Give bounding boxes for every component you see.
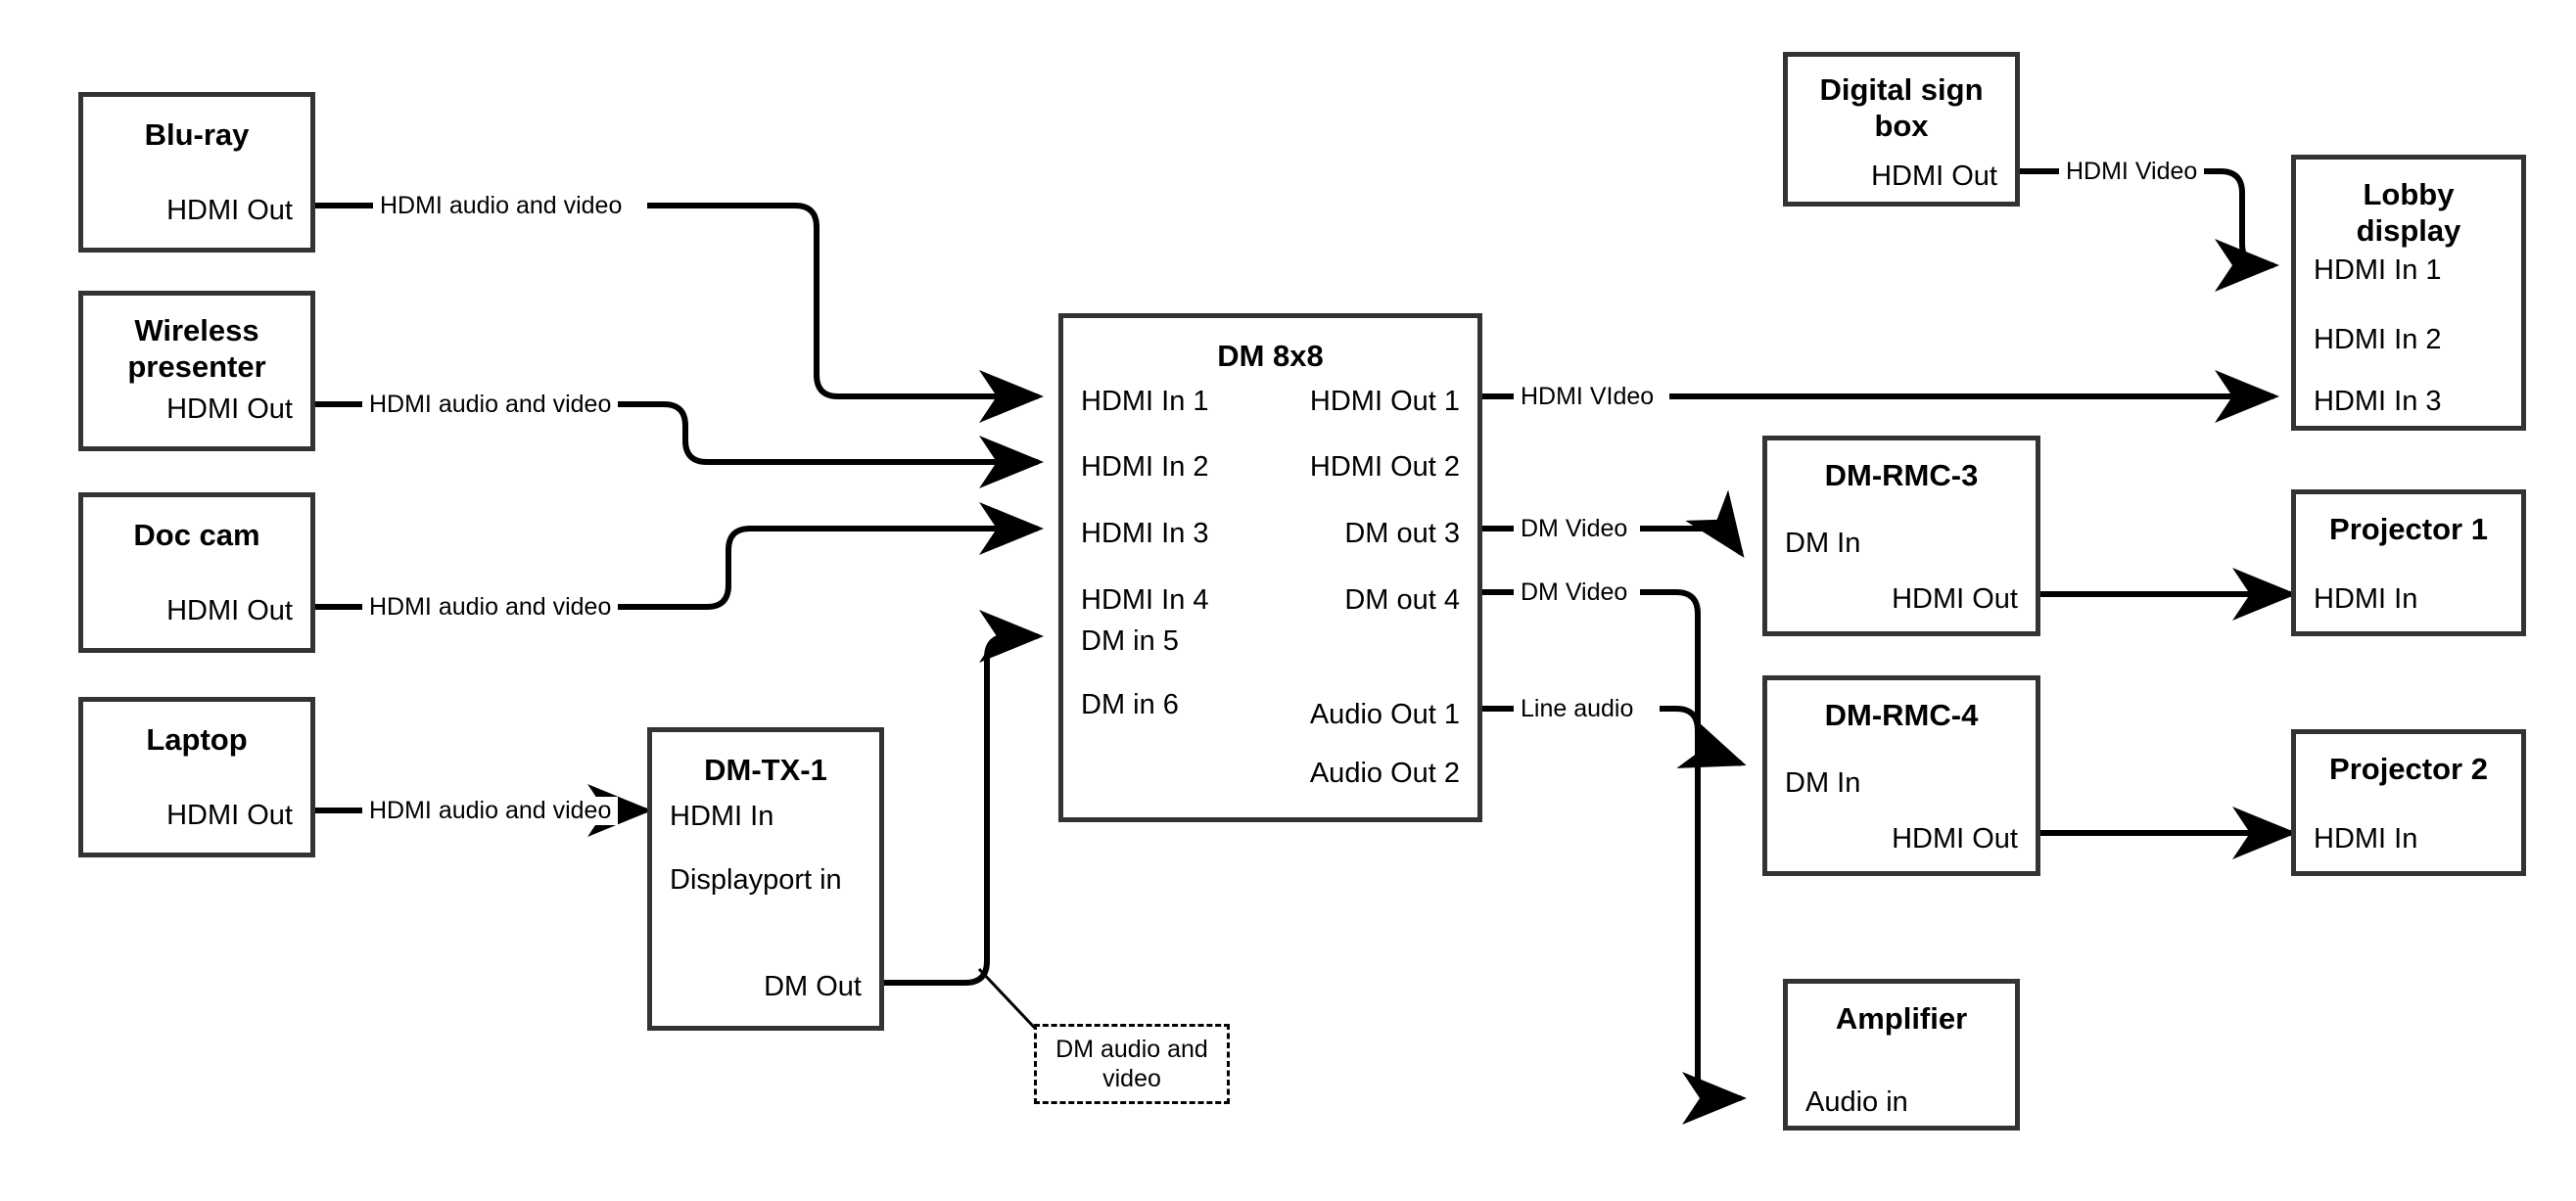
node-dm-rmc-3[interactable]: DM-RMC-3 DM In HDMI Out	[1762, 436, 2040, 636]
port-hdmi-out[interactable]: HDMI Out	[166, 595, 293, 626]
port-dm-in[interactable]: DM In	[1785, 528, 1861, 559]
port-audio-in[interactable]: Audio in	[1805, 1086, 1908, 1118]
port-dm-out-4[interactable]: DM out 4	[1344, 584, 1460, 616]
port-audio-out-2[interactable]: Audio Out 2	[1309, 758, 1460, 789]
port-hdmi-out[interactable]: HDMI Out	[166, 800, 293, 831]
node-laptop[interactable]: Laptop HDMI Out	[78, 697, 315, 857]
node-title-line1: Lobby	[2363, 177, 2455, 211]
wire-dmtx1-to-dm8x8	[884, 610, 1044, 986]
node-dm-tx-1[interactable]: DM-TX-1 HDMI In Displayport in DM Out	[647, 727, 884, 1031]
wire-dm8x8-out3-to-rmc3-b	[1640, 489, 1745, 558]
node-title-line2: display	[2356, 213, 2461, 248]
port-dm-in[interactable]: DM In	[1785, 767, 1861, 799]
node-title: DM-TX-1	[704, 753, 827, 787]
node-title-line1: Digital sign	[1819, 72, 1984, 107]
port-hdmi-out[interactable]: HDMI Out	[166, 393, 293, 425]
port-dm-in-5[interactable]: DM in 5	[1081, 625, 1179, 657]
port-hdmi-in[interactable]: HDMI In	[2314, 823, 2418, 855]
node-title-line2: box	[1874, 109, 1929, 143]
node-digital-sign-box[interactable]: Digital sign box HDMI Out	[1783, 52, 2020, 207]
port-dm-out[interactable]: DM Out	[764, 971, 862, 1002]
node-doc-cam[interactable]: Doc cam HDMI Out	[78, 492, 315, 653]
node-projector-1[interactable]: Projector 1 HDMI In	[2291, 489, 2526, 636]
port-hdmi-out[interactable]: HDMI Out	[166, 195, 293, 226]
node-title: DM-RMC-4	[1824, 698, 1979, 732]
node-dm-8x8[interactable]: DM 8x8 HDMI In 1 HDMI In 2 HDMI In 3 HDM…	[1058, 313, 1482, 822]
node-title: Laptop	[146, 722, 248, 757]
port-hdmi-out[interactable]: HDMI Out	[1871, 161, 1997, 192]
port-hdmi-in-4[interactable]: HDMI In 4	[1081, 584, 1209, 616]
port-hdmi-in-2[interactable]: HDMI In 2	[2314, 324, 2442, 355]
wire-bluray-to-dm8x8-b	[647, 203, 1044, 423]
node-wireless-presenter[interactable]: Wireless presenter HDMI Out	[78, 291, 315, 451]
port-hdmi-in[interactable]: HDMI In	[670, 801, 774, 832]
wire-doccam-to-dm8x8-b	[606, 502, 1044, 610]
port-hdmi-out-2[interactable]: HDMI Out 2	[1309, 451, 1460, 483]
node-title: DM-RMC-3	[1824, 458, 1979, 492]
port-hdmi-out[interactable]: HDMI Out	[1892, 823, 2018, 855]
edge-label-dm8x8-out4-to-rmc4: DM Video	[1514, 578, 1635, 607]
edge-label-doccam-to-dm8x8: HDMI audio and video	[362, 593, 619, 622]
edge-label-dm8x8-out1-to-lobby: HDMI VIdeo	[1514, 383, 1662, 411]
edge-label-wireless-to-dm8x8: HDMI audio and video	[362, 391, 619, 419]
node-title-line2: presenter	[127, 349, 266, 384]
port-displayport-in[interactable]: Displayport in	[670, 864, 842, 896]
edge-label-laptop-to-dmtx1: HDMI audio and video	[362, 797, 619, 825]
port-hdmi-out-1[interactable]: HDMI Out 1	[1309, 386, 1460, 417]
port-hdmi-in-1[interactable]: HDMI In 1	[1081, 386, 1209, 417]
node-lobby-display[interactable]: Lobby display HDMI In 1 HDMI In 2 HDMI I…	[2291, 155, 2526, 431]
node-dm-rmc-4[interactable]: DM-RMC-4 DM In HDMI Out	[1762, 675, 2040, 876]
port-audio-out-1[interactable]: Audio Out 1	[1309, 699, 1460, 730]
callout-dm-audio-and-video: DM audio and video	[1034, 1024, 1230, 1104]
node-title: Doc cam	[133, 518, 260, 552]
node-title: Projector 1	[2329, 512, 2488, 546]
node-title: Blu-ray	[144, 117, 250, 152]
port-hdmi-in-3[interactable]: HDMI In 3	[1081, 518, 1209, 549]
port-dm-out-3[interactable]: DM out 3	[1344, 518, 1460, 549]
port-hdmi-in-2[interactable]: HDMI In 2	[1081, 451, 1209, 483]
edge-label-dm8x8-out3-to-rmc3: DM Video	[1514, 515, 1635, 543]
port-hdmi-in-3[interactable]: HDMI In 3	[2314, 386, 2442, 417]
wire-dm8x8-out4-to-rmc4-b	[1640, 589, 1747, 768]
edge-label-bluray-to-dm8x8: HDMI audio and video	[373, 192, 630, 220]
edge-label-signbox-to-lobby: HDMI Video	[2059, 158, 2205, 186]
port-hdmi-in[interactable]: HDMI In	[2314, 583, 2418, 615]
port-hdmi-in-1[interactable]: HDMI In 1	[2314, 254, 2442, 286]
edge-label-dm8x8-aout1-to-amp: Line audio	[1514, 695, 1641, 723]
node-title: DM 8x8	[1217, 339, 1324, 373]
node-bluray[interactable]: Blu-ray HDMI Out	[78, 92, 315, 253]
wire-dm8x8-aout1-to-amp-b	[1660, 706, 1747, 1125]
callout-text: DM audio and video	[1055, 1036, 1208, 1092]
node-title: Amplifier	[1835, 1001, 1968, 1036]
port-dm-in-6[interactable]: DM in 6	[1081, 689, 1179, 720]
node-projector-2[interactable]: Projector 2 HDMI In	[2291, 729, 2526, 876]
node-title-line1: Wireless	[134, 313, 259, 347]
port-hdmi-out[interactable]: HDMI Out	[1892, 583, 2018, 615]
node-amplifier[interactable]: Amplifier Audio in	[1783, 979, 2020, 1131]
node-title: Projector 2	[2329, 752, 2488, 786]
wire-wireless-to-dm8x8-b	[606, 401, 1044, 488]
